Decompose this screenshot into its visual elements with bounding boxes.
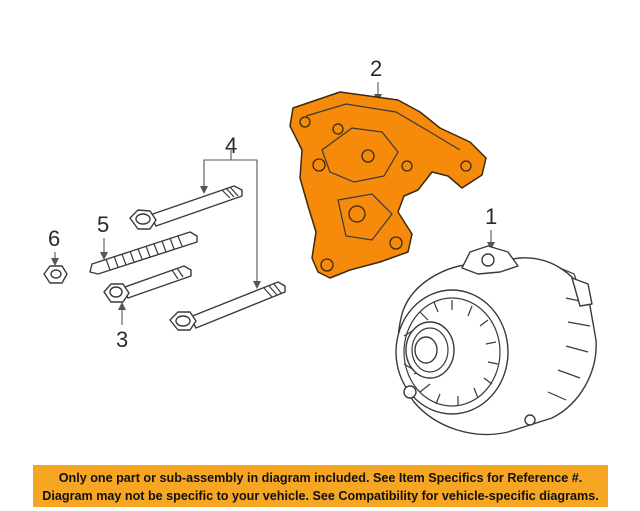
alternator-bracket — [289, 91, 487, 279]
bolt-3 — [103, 265, 192, 303]
bracket-hole — [332, 123, 344, 135]
notice-line-2: Diagram may not be specific to your vehi… — [42, 489, 599, 503]
callout-3: 3 — [116, 327, 128, 352]
bracket-hole — [299, 116, 311, 128]
stud-5 — [89, 231, 198, 275]
bracket-rib — [337, 193, 393, 241]
leader-arrow-6 — [51, 258, 59, 266]
bolt-4-lower — [169, 281, 286, 331]
leader-arrow-4b — [253, 281, 261, 289]
bracket-hole — [460, 160, 472, 172]
notice-banner: Only one part or sub-assembly in diagram… — [33, 465, 608, 507]
bracket-hole — [361, 149, 375, 163]
bolt-4-upper — [129, 185, 243, 230]
bracket-hole — [320, 258, 334, 272]
alternator — [395, 245, 597, 436]
leader-arrow-4a — [200, 186, 208, 194]
nut-6 — [43, 265, 68, 284]
leader-arrow-5 — [100, 252, 108, 260]
bracket-hole — [348, 205, 366, 223]
callout-1: 1 — [485, 204, 497, 229]
callout-5: 5 — [97, 212, 109, 237]
bracket-rib — [321, 127, 399, 183]
bracket-hole — [389, 236, 403, 250]
leader-arrow-3 — [118, 302, 126, 310]
callout-2: 2 — [370, 56, 382, 81]
notice-line-1: Only one part or sub-assembly in diagram… — [58, 471, 583, 485]
callout-4: 4 — [225, 133, 237, 158]
bracket-hole — [312, 158, 326, 172]
bracket-edge — [305, 103, 461, 151]
callout-6: 6 — [48, 226, 60, 251]
leader-arrow-1 — [487, 242, 495, 250]
leader-line-4 — [203, 159, 258, 285]
bracket-hole — [401, 160, 413, 172]
